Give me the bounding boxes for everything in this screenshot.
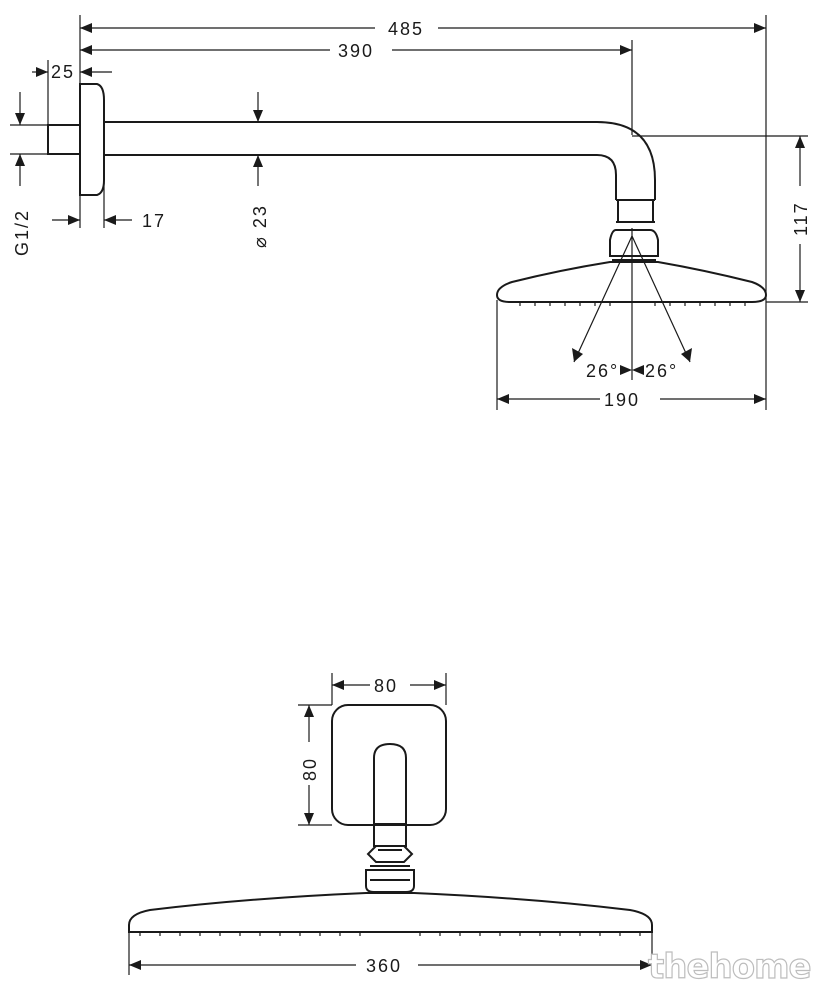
dim-arrow-485-left xyxy=(80,23,92,33)
arm-front xyxy=(373,742,407,825)
dim-arrow-25-right xyxy=(80,67,92,77)
dim-485-label: 485 xyxy=(388,19,424,39)
front-view: 80 80 360 xyxy=(128,673,653,976)
dim-arrow-d23-top xyxy=(253,110,263,122)
dim-117-label: 117 xyxy=(791,201,811,236)
wall-flange xyxy=(79,83,105,196)
spray-line-left xyxy=(573,235,633,363)
shower-arm xyxy=(104,121,656,200)
dim-arrow-d23-bottom xyxy=(253,155,263,167)
arm-lower-front xyxy=(373,824,407,847)
dim-360-label: 360 xyxy=(366,956,402,976)
dim-arrow-25-left xyxy=(36,67,48,77)
dim-arrow-17-right xyxy=(104,215,116,225)
dim-arrow-485-right xyxy=(754,23,766,33)
wall-plate xyxy=(331,704,447,826)
dim-80v-label: 80 xyxy=(300,757,320,781)
dim-arrow-80v-top xyxy=(304,705,314,717)
dim-25-label: 25 xyxy=(51,62,75,82)
dim-arrow-190-left xyxy=(497,394,509,404)
angle-right-label: 26° xyxy=(645,361,678,381)
spray-arrow-left xyxy=(572,348,583,362)
dim-arrow-390-right xyxy=(620,45,632,55)
dim-arrow-117-bottom xyxy=(795,290,805,302)
dim-arrow-g12-top xyxy=(15,113,25,125)
spray-arrow-right xyxy=(681,348,692,362)
dim-arrow-80h-right xyxy=(434,680,446,690)
dim-80h-label: 80 xyxy=(374,676,398,696)
dim-190-label: 190 xyxy=(604,390,640,410)
dim-arrow-360-left xyxy=(129,960,141,970)
dim-arrow-360-right xyxy=(640,960,652,970)
head-nozzles xyxy=(519,303,746,306)
dim-d23-label: ⌀ 23 xyxy=(250,204,270,248)
dim-17-label: 17 xyxy=(142,211,166,231)
side-view: 26° 26° 485 390 25 G1/2 xyxy=(10,15,811,410)
dim-arrow-190-right xyxy=(754,394,766,404)
dim-arrow-390-left xyxy=(80,45,92,55)
dim-arrow-117-top xyxy=(795,136,805,148)
ball-joint-front xyxy=(365,845,415,893)
watermark-logo: thehome xyxy=(648,947,811,987)
dim-arrow-80v-bottom xyxy=(304,813,314,825)
dim-arrow-g12-bottom xyxy=(15,154,25,166)
angle-arrow-mid-right xyxy=(632,365,644,375)
angle-left-label: 26° xyxy=(586,361,619,381)
front-nozzles xyxy=(139,933,641,936)
thread-connector xyxy=(47,124,81,155)
dim-arrow-17-left xyxy=(68,215,80,225)
angle-arrow-mid-left xyxy=(620,365,632,375)
dim-g12-label: G1/2 xyxy=(12,209,32,256)
dim-390-label: 390 xyxy=(338,41,374,61)
arm-collar xyxy=(616,199,655,223)
ball-joint xyxy=(609,229,659,261)
shower-head-front xyxy=(128,892,653,933)
spray-line-right xyxy=(631,235,691,363)
dim-arrow-80h-left xyxy=(332,680,344,690)
